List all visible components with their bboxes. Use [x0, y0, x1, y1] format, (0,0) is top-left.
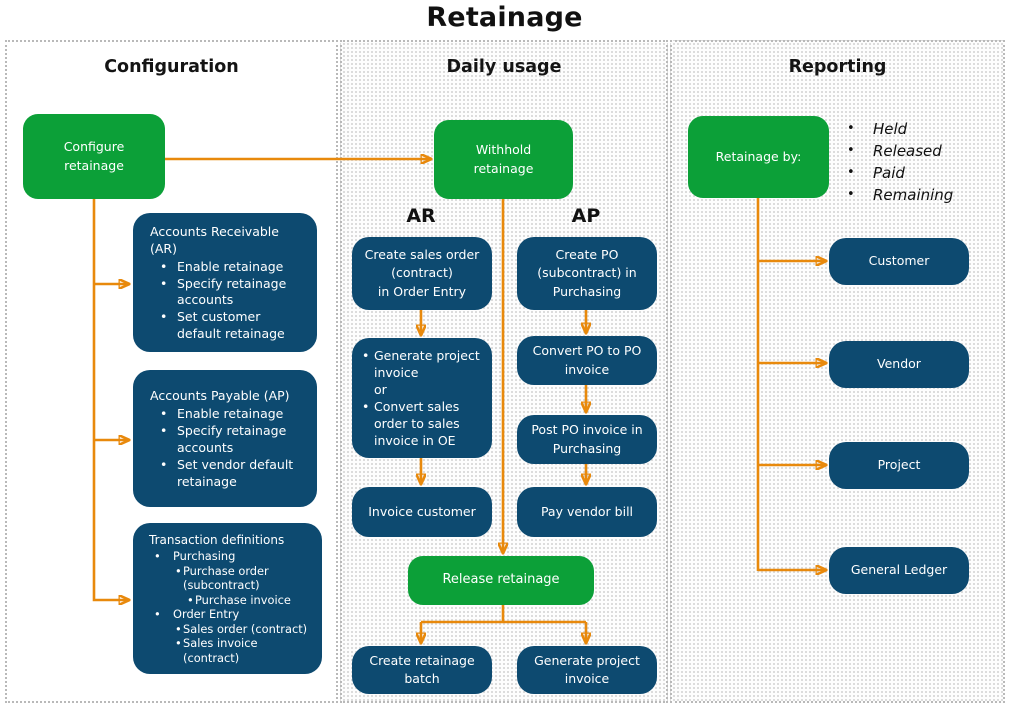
- ap-box-list: Enable retainage Specify retainage accou…: [150, 406, 303, 490]
- tx-line: Order Entry: [149, 607, 312, 622]
- gen-or-line: or: [374, 382, 387, 397]
- transaction-definitions-node: Transaction definitions Purchasing Purch…: [133, 523, 322, 674]
- tx-box-title: Transaction definitions: [149, 533, 285, 548]
- accounts-receivable-node: Accounts Receivable (AR) Enable retainag…: [133, 213, 317, 352]
- reporting-bullet-list: Held Released Paid Remaining: [843, 118, 983, 206]
- pay-vendor-bill-node: Pay vendor bill: [517, 487, 657, 537]
- configuration-header: Configuration: [104, 57, 239, 77]
- invoice-customer-node: Invoice customer: [352, 487, 492, 537]
- create-sales-order-node: Create sales order (contract) in Order E…: [352, 237, 492, 310]
- ap-list-item: Specify retainage accounts: [150, 423, 303, 457]
- ar-flow-label: AR: [406, 205, 436, 227]
- ar-box-title: Accounts Receivable (AR): [150, 223, 279, 256]
- retainage-by-node: Retainage by:: [688, 116, 829, 198]
- withhold-retainage-node: Withhold retainage: [434, 120, 573, 199]
- reporting-header: Reporting: [788, 57, 887, 77]
- tx-line: Purchase invoice: [149, 593, 312, 608]
- reporting-bullet: Held: [843, 118, 983, 140]
- gen-option-line: Convert sales order to sales invoice in …: [362, 398, 484, 449]
- post-po-invoice-node: Post PO invoice in Purchasing: [517, 415, 657, 464]
- page-title: Retainage: [426, 2, 583, 33]
- create-retainage-batch-node: Create retainage batch: [352, 646, 492, 694]
- reporting-bullet: Paid: [843, 162, 983, 184]
- ap-flow-label: AP: [571, 205, 601, 227]
- generate-or-convert-node: Generate project invoice or Convert sale…: [352, 338, 492, 458]
- ar-list-item: Set customer default retainage: [150, 309, 303, 343]
- release-retainage-node: Release retainage: [408, 556, 594, 605]
- ap-list-item: Enable retainage: [150, 406, 303, 423]
- tx-line: Sales invoice (contract): [149, 636, 312, 665]
- ar-list-item: Specify retainage accounts: [150, 276, 303, 310]
- reporting-bullet: Remaining: [843, 184, 983, 206]
- gen-option-line: Generate project invoice: [362, 347, 484, 381]
- generate-project-invoice-node: Generate project invoice: [517, 646, 657, 694]
- tx-line: Sales order (contract): [149, 622, 312, 637]
- ap-list-item: Set vendor default retainage: [150, 457, 303, 491]
- ar-box-list: Enable retainage Specify retainage accou…: [150, 259, 303, 343]
- reporting-bullet: Released: [843, 140, 983, 162]
- report-project-node: Project: [829, 442, 969, 489]
- daily-usage-header: Daily usage: [446, 57, 562, 77]
- tx-line: Purchasing: [149, 549, 312, 564]
- ar-list-item: Enable retainage: [150, 259, 303, 276]
- report-general-ledger-node: General Ledger: [829, 547, 969, 594]
- report-vendor-node: Vendor: [829, 341, 969, 388]
- accounts-payable-node: Accounts Payable (AP) Enable retainage S…: [133, 370, 317, 507]
- configure-retainage-node: Configure retainage: [23, 114, 165, 199]
- ap-box-title: Accounts Payable (AP): [150, 388, 290, 404]
- report-customer-node: Customer: [829, 238, 969, 285]
- convert-po-node: Convert PO to PO invoice: [517, 336, 657, 385]
- tx-line: Purchase order (subcontract): [149, 564, 312, 593]
- create-po-node: Create PO (subcontract) in Purchasing: [517, 237, 657, 310]
